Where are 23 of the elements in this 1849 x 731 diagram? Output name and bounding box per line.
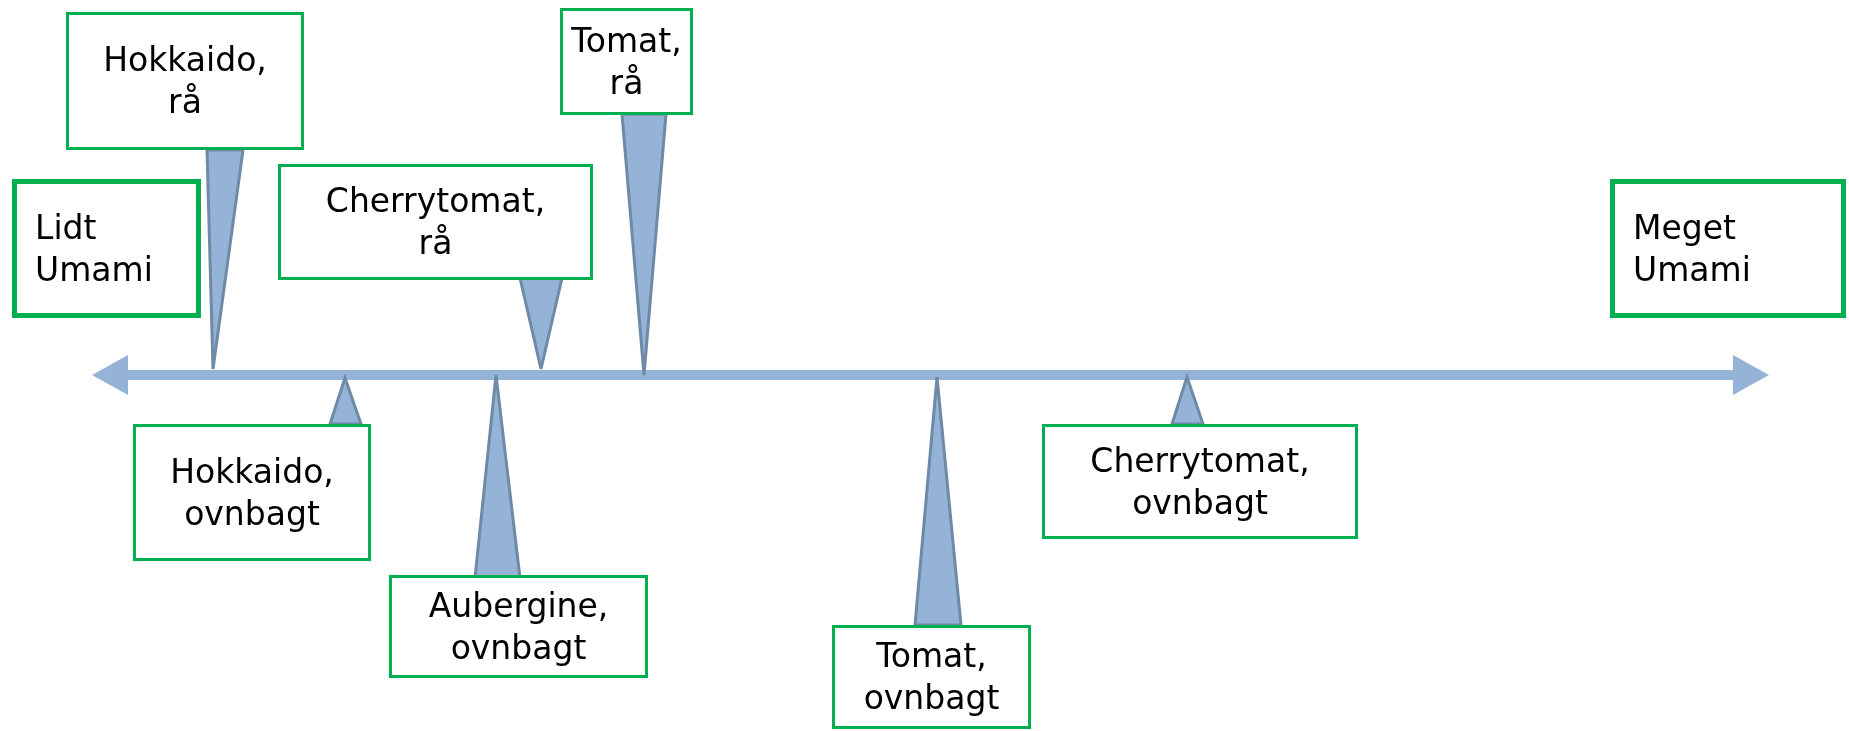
leader-line [205, 148, 245, 371]
leader-line [620, 112, 668, 377]
leader-line [1169, 372, 1206, 426]
callout-text: Aubergine, ovnbagt [427, 584, 610, 669]
callout-box [66, 12, 304, 150]
callout-box [278, 164, 593, 280]
leader-line [913, 375, 963, 627]
callout-box [133, 424, 371, 561]
callout-box [560, 8, 693, 115]
callout-box [832, 625, 1031, 729]
callout-box [1042, 424, 1358, 539]
callout-text: Cherrytomat, ovnbagt [1089, 439, 1311, 524]
callout-text: Hokkaido, ovnbagt [169, 450, 335, 535]
scale-end-box [12, 179, 201, 318]
leader-line [327, 373, 364, 426]
callout-box [389, 575, 648, 678]
scale-end-box [1610, 179, 1846, 318]
callout-text: Tomat, rå [570, 19, 683, 104]
callout-text: Meget Umami [1633, 206, 1752, 291]
callout-text: Hokkaido, rå [102, 39, 268, 123]
callout-text: Tomat, ovnbagt [862, 635, 1001, 719]
callout-text: Lidt Umami [35, 206, 154, 291]
callout-text: Cherrytomat, rå [324, 180, 547, 264]
